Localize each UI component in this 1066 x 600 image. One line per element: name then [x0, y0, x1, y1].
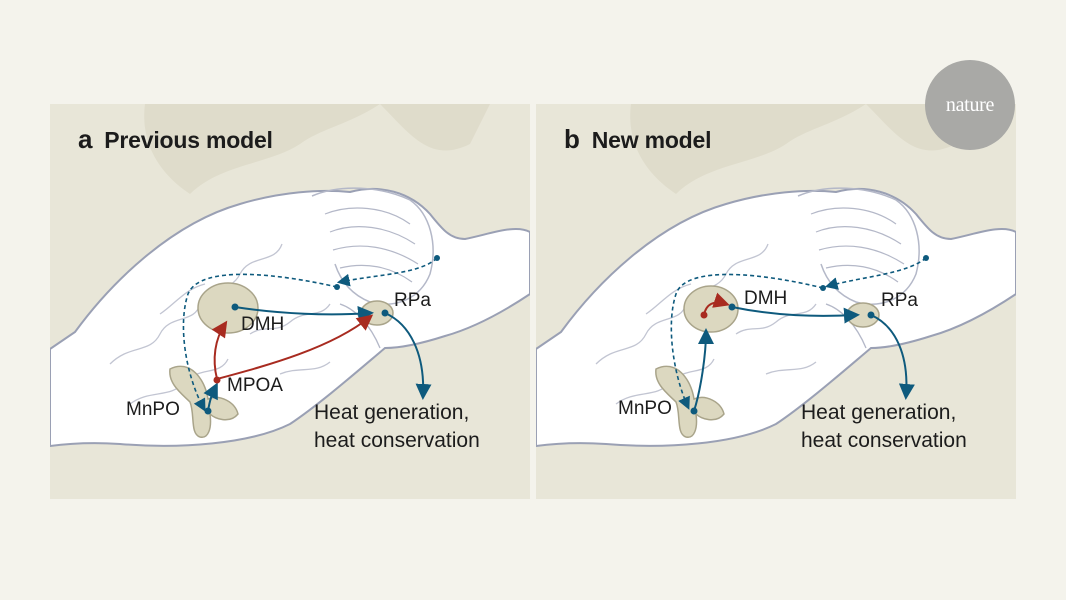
- nature-logo: nature: [925, 60, 1015, 150]
- outcome-line-2: heat conservation: [314, 429, 480, 452]
- rpa-label: RPa: [394, 290, 431, 311]
- dmh-to-rpa-pathway: [731, 306, 860, 324]
- dashed-pathway-lower: [670, 273, 824, 410]
- panel-title-text: Previous model: [104, 127, 273, 153]
- dashed-pathway-upper: [824, 257, 927, 290]
- skull-silhouette: [144, 104, 380, 194]
- mnpo-to-dmh-pathway: [693, 328, 714, 412]
- rpa-dot: [867, 311, 875, 319]
- mpoa-label: MPOA: [227, 375, 283, 396]
- mnpo-label: MnPO: [126, 399, 180, 420]
- mnpo-nucleus: [655, 365, 725, 438]
- cerebellum: [797, 187, 920, 305]
- outcome-text: Heat generation, heat conservation: [314, 399, 480, 455]
- mnpo-dot: [204, 407, 212, 415]
- cerebellum-folds: [324, 207, 419, 283]
- panel-letter: a: [78, 124, 93, 154]
- rpa-label: RPa: [881, 290, 918, 311]
- skull-silhouette-rear: [380, 104, 490, 151]
- dashed-pathway-upper: [336, 257, 438, 287]
- brain-diagram-a: [50, 104, 530, 448]
- mpoa-to-rpa-pathway: [216, 314, 374, 380]
- dmh-label: DMH: [241, 314, 285, 335]
- skull-silhouette: [630, 104, 866, 194]
- cerebellum: [311, 187, 434, 305]
- mpoa-dot: [213, 376, 221, 384]
- dashed-origin-dot: [434, 255, 440, 261]
- mnpo-label: MnPO: [618, 398, 672, 419]
- panel-new-model: b New model DMH RPa MnPO Heat generation,…: [536, 104, 1016, 499]
- outcome-line-1: Heat generation,: [314, 401, 470, 424]
- rpa-output-pathway: [870, 314, 915, 400]
- mnpo-dot: [690, 407, 698, 415]
- outcome-line-2: heat conservation: [801, 429, 967, 452]
- dashed-relay-dot: [334, 284, 340, 290]
- panel-title-text: New model: [591, 127, 712, 153]
- dmh-dot: [728, 303, 736, 311]
- dashed-relay-dot: [820, 285, 826, 291]
- cerebellum-folds: [810, 207, 905, 283]
- rpa-dot: [381, 309, 389, 317]
- dmh-nucleus: [197, 282, 259, 334]
- dmh-to-rpa-pathway: [234, 305, 374, 322]
- outcome-line-1: Heat generation,: [801, 401, 957, 424]
- outcome-text: Heat generation, heat conservation: [801, 399, 967, 455]
- panel-previous-model: a Previous model DMH RPa MPOA MnPO Heat g…: [50, 104, 530, 499]
- dashed-origin-dot: [923, 255, 929, 261]
- brain-outline: [50, 188, 530, 448]
- dmh-dot: [231, 303, 239, 311]
- brain-diagram-b: [536, 104, 1016, 448]
- panel-title: a Previous model: [78, 124, 273, 155]
- rpa-output-pathway: [384, 312, 432, 400]
- dmh-label: DMH: [744, 288, 788, 309]
- dashed-pathway-lower: [182, 273, 338, 412]
- brain-outline: [536, 188, 1016, 448]
- mpoa-to-dmh-pathway: [211, 320, 228, 380]
- panel-letter: b: [564, 124, 580, 154]
- local-red-dot: [700, 311, 708, 319]
- panel-title: b New model: [564, 124, 712, 155]
